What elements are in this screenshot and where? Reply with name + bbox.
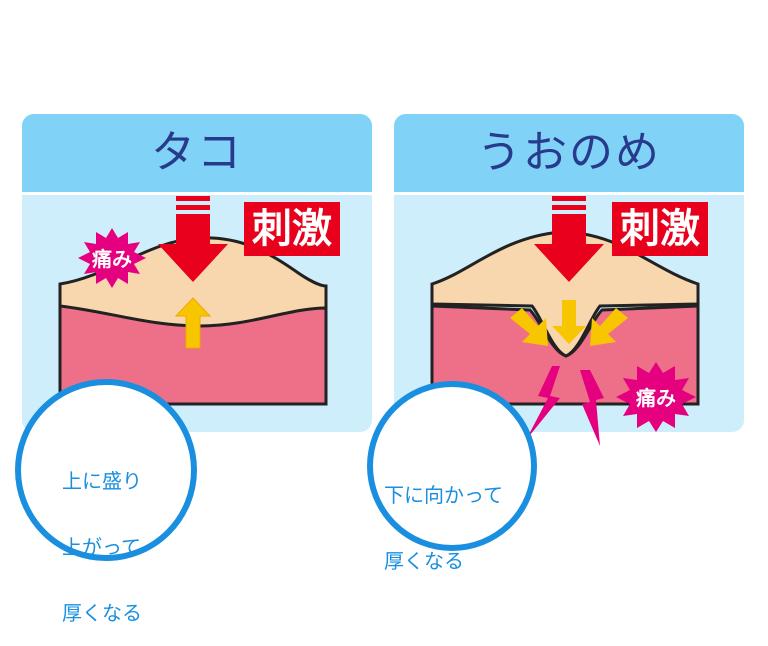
down-arrow-icon bbox=[534, 196, 604, 282]
bubble-line: 上がって bbox=[62, 535, 141, 559]
skin-inner-layer bbox=[58, 304, 328, 406]
bubble-line: 上に盛り bbox=[62, 469, 142, 493]
skin-outer-layer bbox=[430, 230, 700, 358]
up-arrow-icon bbox=[174, 297, 212, 349]
panel-title: うおのめ bbox=[477, 127, 661, 178]
bubble-text-uonome: 下に向かって 厚くなる bbox=[384, 440, 503, 594]
stimulus-label: 刺激 bbox=[612, 202, 708, 256]
illustration bbox=[15, 196, 700, 561]
panel-header: うおのめ bbox=[394, 114, 744, 195]
bubble-line: 厚くなる bbox=[62, 601, 142, 625]
bubble-line: 下に向かって bbox=[384, 483, 503, 507]
panel-header: タコ bbox=[22, 114, 372, 195]
down-arrow-icon bbox=[158, 196, 228, 282]
stimulus-label: 刺激 bbox=[244, 202, 340, 256]
lightning-icon bbox=[526, 366, 560, 440]
pain-burst-icon bbox=[78, 228, 146, 288]
lightning-icon bbox=[580, 370, 604, 446]
pain-label: 痛み bbox=[636, 386, 676, 410]
bubble-text-tako: 上に盛り 上がって 厚くなる bbox=[62, 426, 142, 646]
bubble-line: 厚くなる bbox=[384, 549, 464, 573]
speech-bubble-tako bbox=[15, 379, 197, 561]
pain-burst-icon bbox=[616, 362, 696, 432]
inward-arrow-icon bbox=[510, 300, 628, 346]
pain-label: 痛み bbox=[92, 247, 132, 271]
panel-title: タコ bbox=[151, 127, 243, 178]
speech-bubble-uonome bbox=[367, 381, 537, 551]
